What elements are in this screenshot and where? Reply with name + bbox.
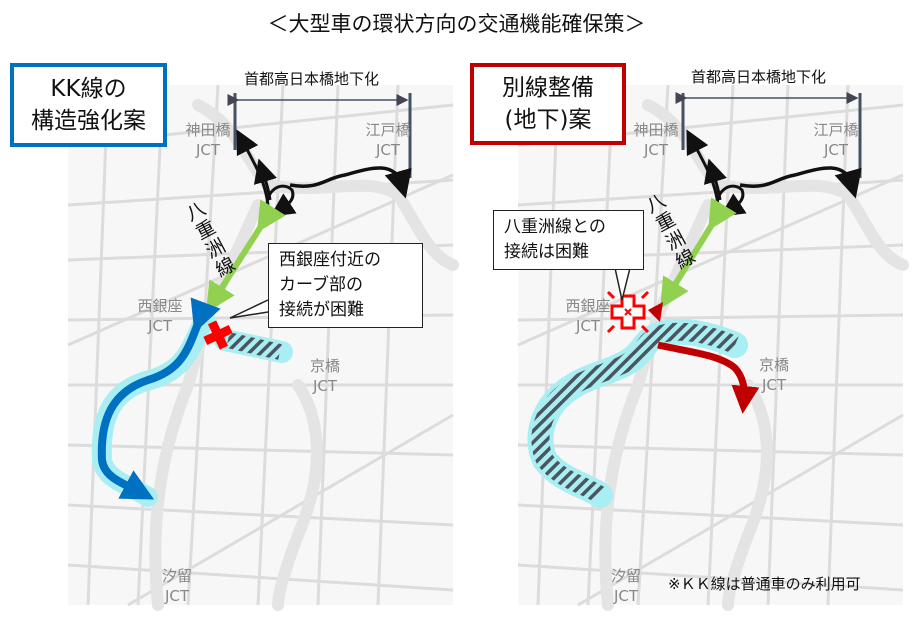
heading-line2: (地下)案	[504, 107, 592, 133]
separate-line-underground-plan-heading: 別線整備 (地下)案	[470, 63, 626, 145]
dark-red-triangle	[648, 302, 663, 322]
nihonbashi-undergrounding-label-right: 首都高日本橋地下化	[691, 68, 827, 86]
yaesu-connection-callout: 八重洲線との接続は困難	[493, 210, 644, 270]
page-title: ＜大型車の環状方向の交通機能確保策＞	[267, 12, 646, 36]
broken-junction-icon	[606, 290, 650, 334]
kk-line-footnote: ※ＫＫ線は普通車のみ利用可	[668, 575, 861, 593]
green-double-arrow	[205, 199, 286, 313]
black-arrow-edobashi	[289, 166, 412, 199]
red-cross-icon	[203, 320, 233, 350]
left-callout-pointer	[229, 299, 269, 319]
heading-line1: KK線の	[50, 76, 127, 102]
right-callout-pointer	[614, 267, 631, 301]
nihonbashi-undergrounding-label: 首都高日本橋地下化	[244, 70, 380, 88]
left-bracket	[227, 93, 412, 178]
green-double-arrow-right	[660, 197, 737, 309]
heading-line2: 構造強化案	[31, 108, 146, 134]
black-arrow-loop-2	[253, 158, 277, 201]
kk-line-strengthening-plan-heading: KK線の 構造強化案	[10, 63, 167, 147]
nishiginza-curve-callout: 西銀座付近のカーブ部の接続が困難	[268, 243, 423, 328]
heading-line1: 別線整備	[502, 75, 594, 101]
kk-line-blue-arrow	[97, 297, 221, 500]
right-bracket	[675, 92, 862, 178]
dark-red-arrow	[657, 341, 760, 414]
